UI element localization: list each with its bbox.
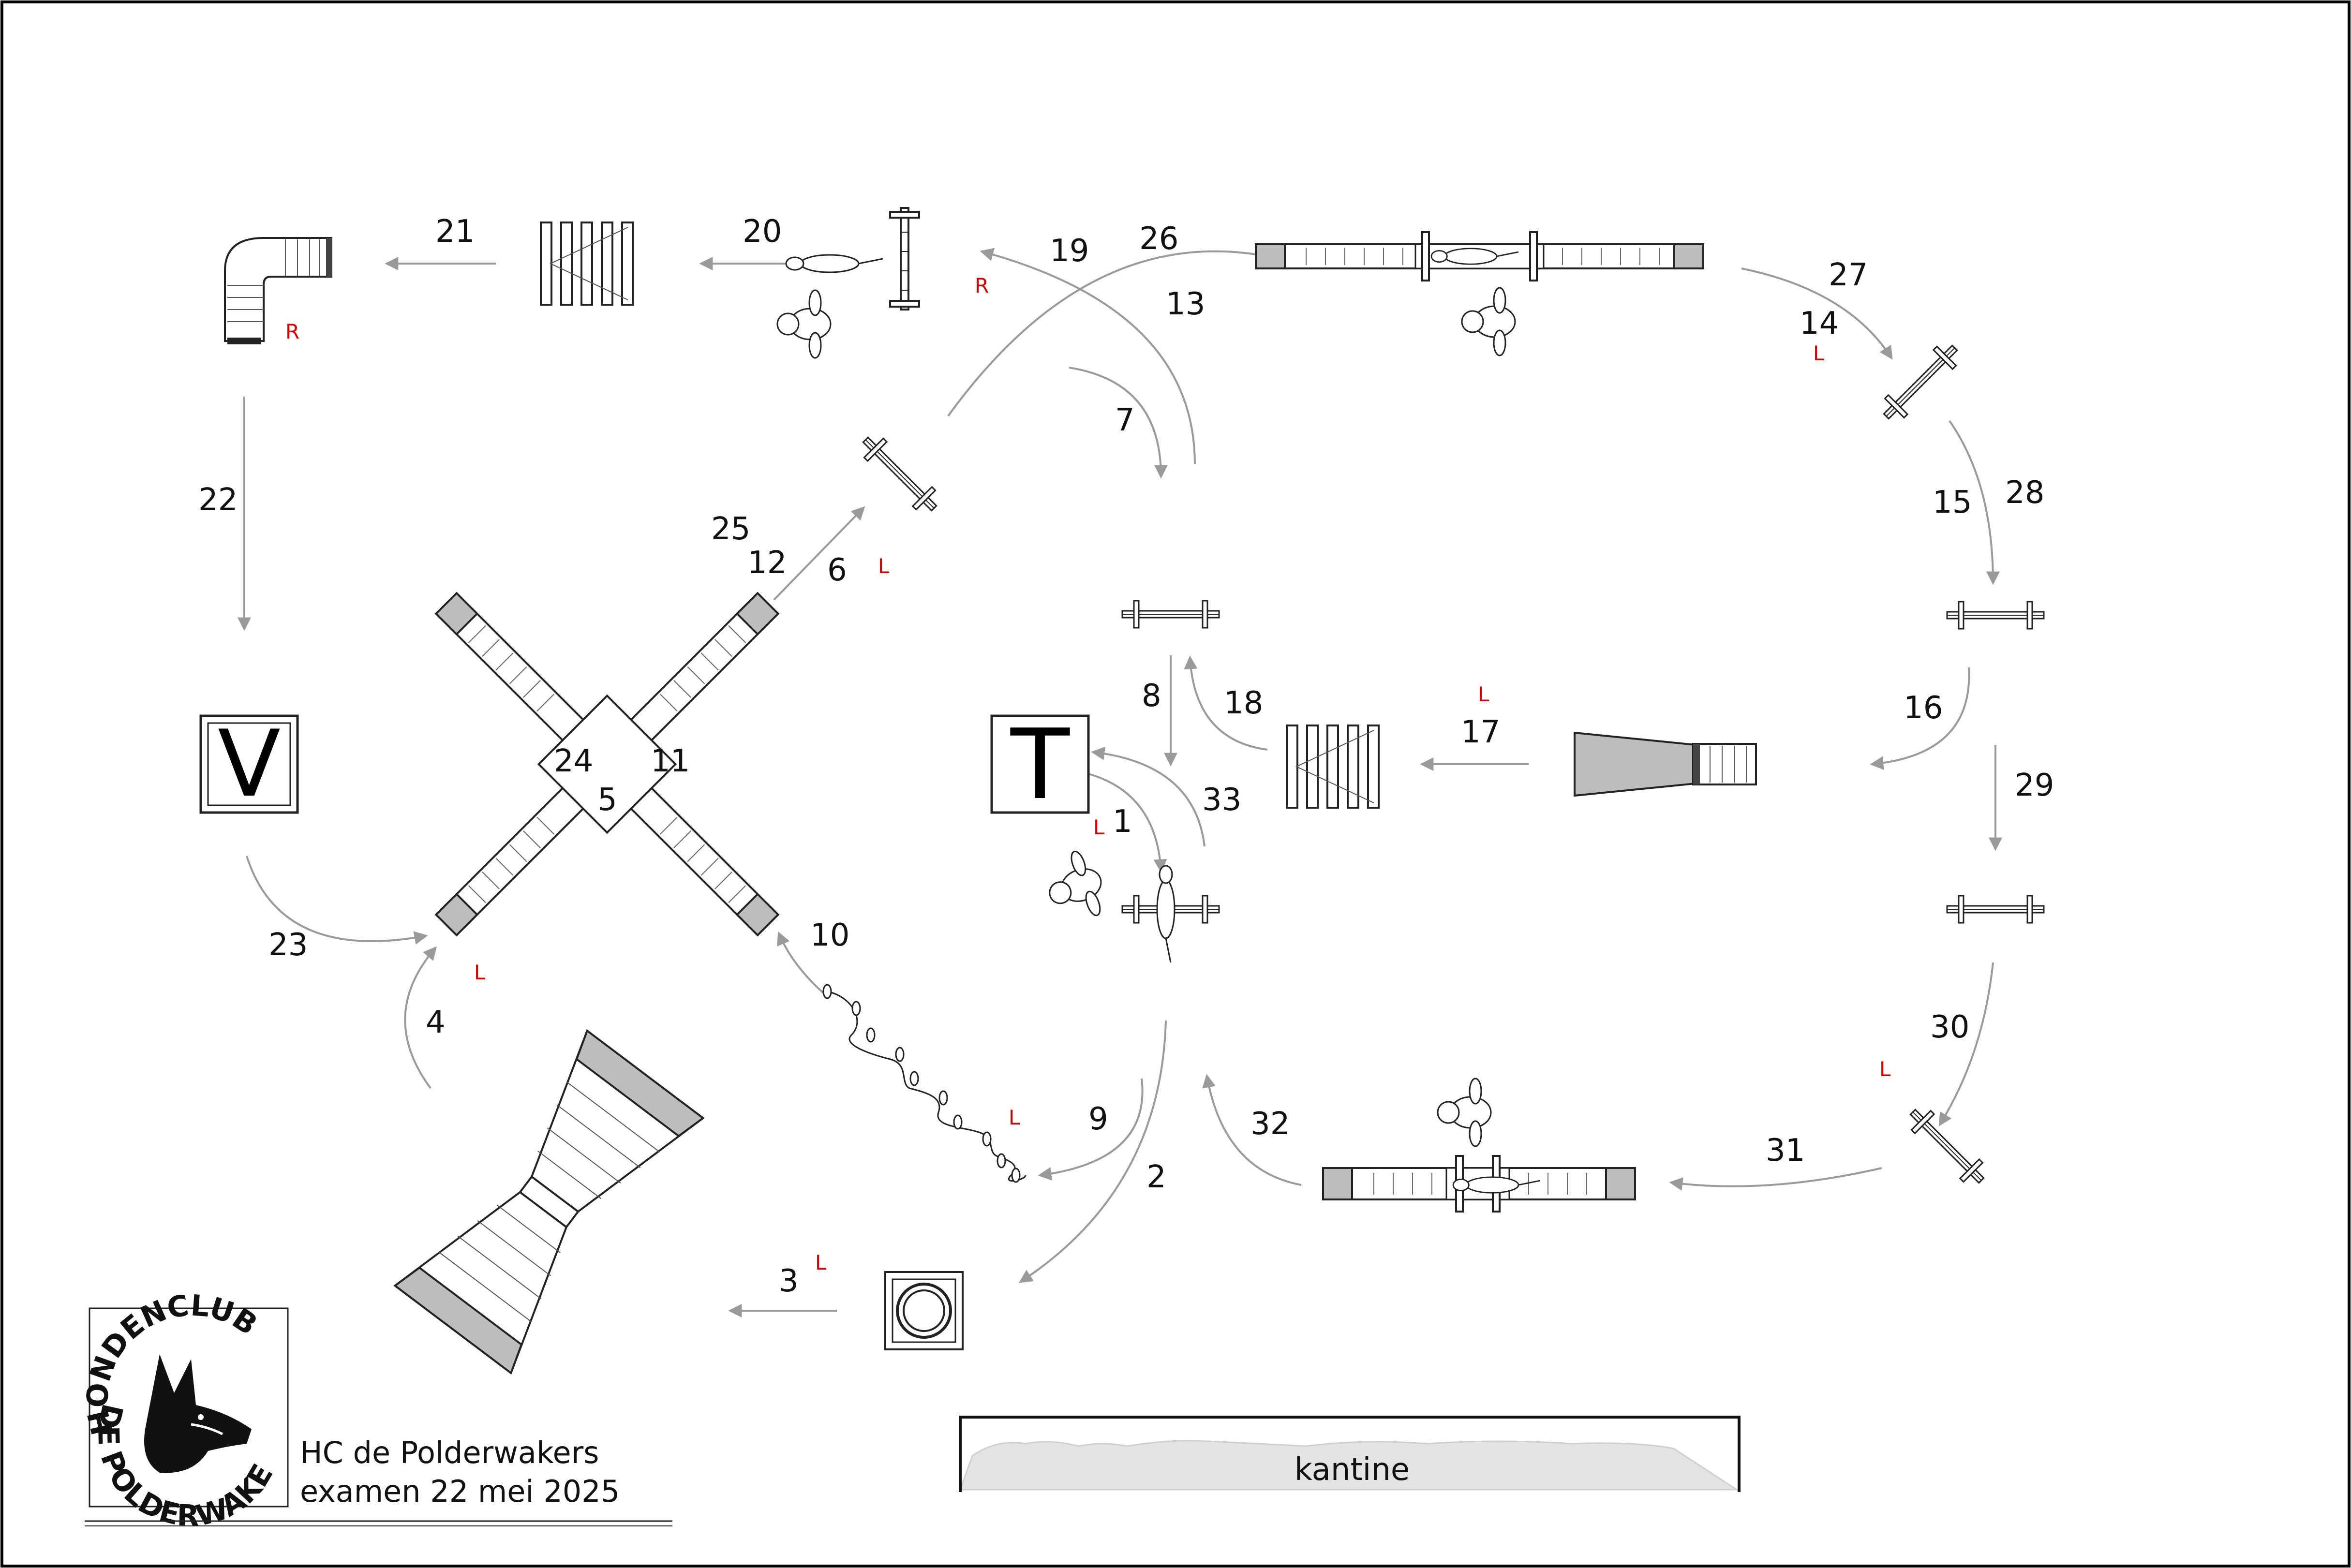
path-arrow [947,247,1270,417]
number-label: 29 [2015,768,2054,803]
handler-side-label: L [1879,1057,1891,1081]
number-label: 31 [1766,1133,1805,1169]
number-label: 4 [426,1005,446,1040]
number-label: 23 [268,927,308,963]
kantine-label: kantine [1295,1452,1410,1488]
dog-head-icon [144,1354,252,1473]
handler-side-label: L [1093,815,1105,839]
jump-grid-middle [1286,725,1380,809]
hurdle-right-3 [1946,895,2045,924]
jump-grid-top [540,222,634,306]
number-label: 13 [1166,286,1205,322]
handler-side-label: L [815,1251,827,1274]
start-box: V [199,710,299,817]
club-name: HC de Polderwakers [300,1435,599,1470]
number-label: 1 [1113,804,1132,840]
dog-figure [785,254,884,273]
handler-side-label: L [1009,1106,1020,1129]
tire-jump [884,1271,964,1350]
hurdle-right-4 [1902,1101,1992,1191]
number-label: 25 [711,511,750,547]
number-label: 2 [1146,1159,1166,1195]
judge-figure [1038,845,1113,929]
hurdle-center-top [1121,600,1220,629]
number-label: 27 [1829,257,1868,293]
number-label: 26 [1139,221,1178,257]
path-arrow [1184,655,1268,751]
path-arrow [980,248,1196,465]
path-arrow [777,931,828,997]
finish-box-letter: T [1010,709,1070,821]
handler-side-label: L [878,554,890,578]
path-arrow [1949,420,2000,585]
number-label: 24 [554,743,593,779]
chute-tunnel [1574,731,1757,797]
finish-box: T [990,709,1090,821]
number-label: 18 [1224,685,1263,721]
path-arrow [1019,1020,1167,1283]
exam-date: examen 22 mei 2025 [300,1474,620,1509]
cross-obstacle [434,592,780,937]
judge-figure [1461,287,1516,356]
vertical-jump-top [889,207,920,311]
number-label: 11 [651,743,690,779]
handler-side-markers: R R L L L L L L L L [285,274,1891,1274]
number-label: 16 [1904,690,1943,726]
course-path-arrows [238,247,2002,1317]
hurdle-diagonal-left [855,429,945,519]
number-label: 22 [198,482,238,518]
path-arrow [1091,746,1205,847]
handler-side-label: R [285,320,299,343]
path-arrow [1069,367,1168,479]
number-label: 3 [779,1263,799,1299]
start-box-letter: V [218,710,281,817]
handler-side-label: R [975,274,989,297]
dogwalk-top [1255,231,1704,281]
path-arrow [1202,1074,1302,1186]
number-label: 30 [1930,1009,1969,1045]
bent-tunnel [224,237,332,344]
path-arrow [1938,962,1994,1126]
path-arrow [1669,1167,1882,1191]
number-label: 19 [1050,233,1089,269]
path-arrow [1741,267,1893,360]
judge-figure [776,289,832,359]
path-arrow [773,506,865,601]
number-label: 8 [1142,678,1161,714]
path-arrow [1870,667,1970,770]
kantine-building: kantine [959,1416,1741,1492]
number-label: 15 [1933,485,1972,520]
weave-poles [822,984,1027,1183]
number-label: 6 [827,552,847,588]
judge-figure [1437,1078,1492,1147]
path-arrow [246,856,428,945]
number-label: 28 [2005,475,2044,511]
number-label: 12 [747,545,787,581]
number-label: 14 [1800,306,1839,341]
number-label: 33 [1202,782,1241,818]
number-label: 17 [1461,714,1500,750]
number-label: 21 [435,214,475,250]
handler-side-label: L [474,961,486,984]
number-label: 9 [1088,1101,1108,1137]
path-arrow [404,946,437,1089]
a-frame [393,1029,705,1375]
handler-side-label: L [1478,682,1489,706]
hurdle-right-2 [1946,601,2045,630]
handler-side-label: L [1813,341,1825,365]
course-numbers: 1 2 3 4 5 6 7 8 9 10 11 12 13 14 15 16 1… [198,214,2054,1299]
number-label: 20 [743,214,782,250]
number-label: 32 [1250,1106,1290,1142]
number-label: 10 [810,917,849,953]
number-label: 5 [597,782,617,818]
path-arrow [1088,773,1167,873]
path-arrow [1038,1078,1144,1181]
number-label: 7 [1115,402,1135,438]
hurdle-right-1 [1875,337,1965,427]
dog-figure [1156,865,1176,963]
